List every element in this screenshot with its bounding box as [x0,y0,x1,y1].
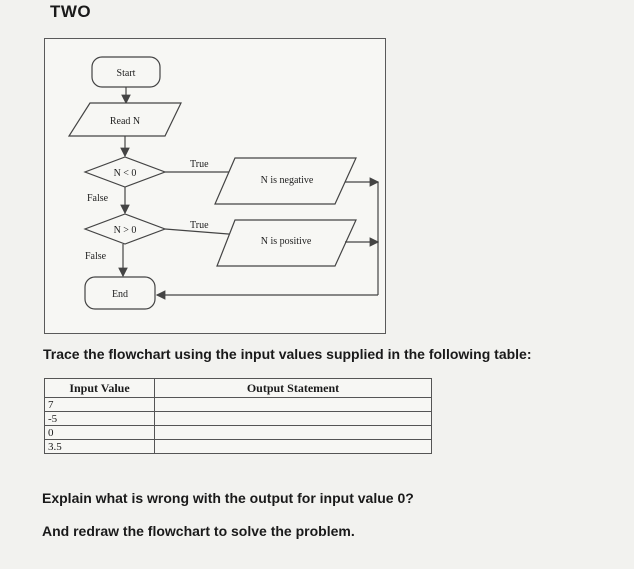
false-label: False [87,193,109,204]
output-cell[interactable] [154,425,432,440]
input-cell: 7 [44,397,155,412]
output-cell[interactable] [154,397,432,412]
false-label: False [85,251,107,262]
table-row: 0 [44,425,432,440]
output-negative-label: N is negative [261,175,314,186]
trace-table: Input Value Output Statement 7 -5 0 3.5 [44,378,432,454]
true-label: True [190,220,209,231]
output-cell[interactable] [154,411,432,426]
decision-positive [83,213,167,245]
table-header-row: Input Value Output Statement [44,378,432,398]
read-input-label: Read N [110,116,140,127]
instruction-text: Trace the flowchart using the input valu… [43,346,532,362]
true-label: True [190,159,209,170]
flowchart-frame: Start Read N N < 0 True N is negative Fa… [44,38,386,334]
question-explain: Explain what is wrong with the output fo… [42,490,414,506]
column-header-input: Input Value [44,378,155,398]
output-cell[interactable] [154,439,432,454]
flowchart-diagram: Start Read N N < 0 True N is negative Fa… [67,56,380,310]
true-branch-arrow [164,228,243,240]
input-cell: 0 [44,425,155,440]
output-negative-shape [214,157,357,205]
input-cell: 3.5 [44,439,155,454]
table-row: 7 [44,397,432,412]
end-terminal [84,276,156,310]
decision-negative-label: N < 0 [114,168,137,179]
column-header-output: Output Statement [154,378,432,398]
table-row: 3.5 [44,439,432,454]
decision-positive-label: N > 0 [114,225,137,236]
output-positive-shape [216,219,357,267]
output-positive-label: N is positive [261,236,312,247]
end-label: End [112,289,128,300]
input-cell: -5 [44,411,155,426]
read-input-shape [67,102,182,137]
table-row: -5 [44,411,432,426]
question-redraw: And redraw the flowchart to solve the pr… [42,523,355,539]
section-heading: TWO [50,2,92,21]
start-label: Start [117,68,136,79]
